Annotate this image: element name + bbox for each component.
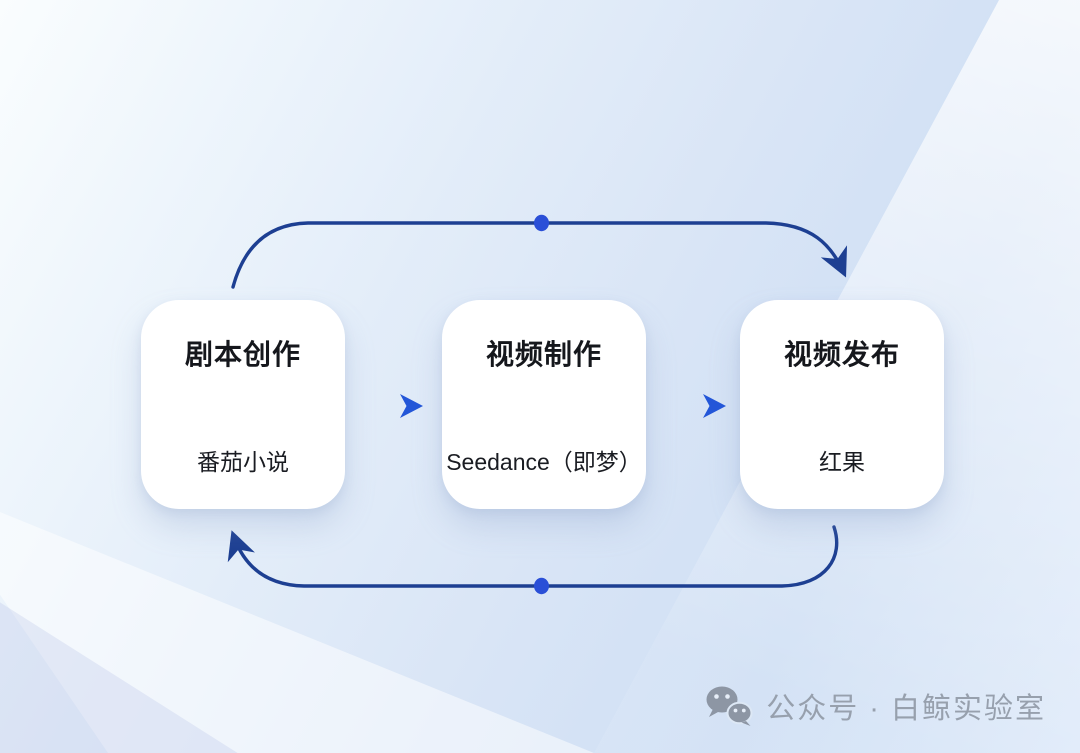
node-subtitle: 番茄小说 (197, 449, 289, 475)
node-title: 视频发布 (783, 339, 900, 370)
node-video-publishing: 视频发布 红果 (740, 300, 944, 509)
arc-top-forward (231, 214, 848, 289)
arc-bottom-return (227, 525, 839, 595)
arc-top-midpoint-dot (534, 214, 549, 232)
node-video-production: 视频制作 Seedance（即梦） (442, 300, 646, 509)
watermark-label: 公众号 · 白鲸实验室 (766, 693, 1046, 725)
watermark: 公众号 · 白鲸实验室 (705, 685, 1046, 727)
wechat-icon (706, 686, 753, 726)
node-subtitle: 红果 (819, 449, 865, 475)
node-title: 剧本创作 (184, 339, 301, 370)
arc-bottom-midpoint-dot (534, 577, 549, 595)
node-title: 视频制作 (485, 339, 602, 370)
arrow-script-to-production-icon (363, 394, 423, 418)
node-script-creation: 剧本创作 番茄小说 (141, 300, 345, 509)
node-subtitle: Seedance（即梦） (446, 449, 642, 475)
arrow-production-to-publishing-icon (666, 394, 726, 418)
